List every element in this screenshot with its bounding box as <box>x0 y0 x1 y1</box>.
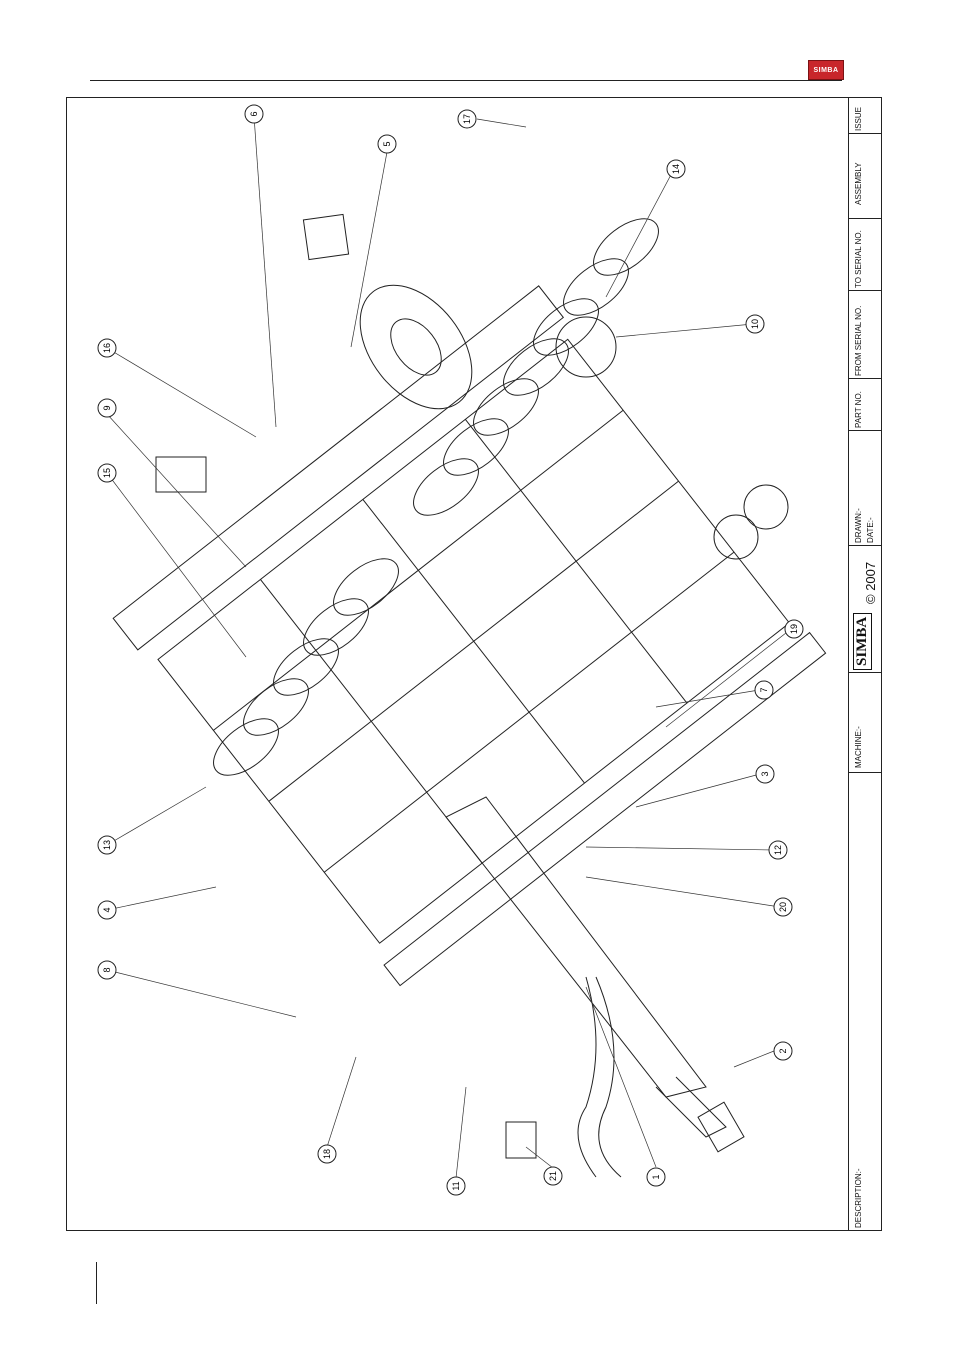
simba-logo: SIMBA <box>808 60 844 80</box>
issue-label: ISSUE <box>854 107 863 131</box>
logo-text: SIMBA <box>813 67 838 74</box>
callout-6: 6 <box>245 105 263 123</box>
callout-14: 14 <box>667 160 685 178</box>
svg-text:13: 13 <box>102 840 112 850</box>
svg-text:5: 5 <box>382 141 392 146</box>
callout-15: 15 <box>98 464 116 482</box>
callout-11: 11 <box>447 1177 465 1195</box>
svg-text:14: 14 <box>671 164 681 174</box>
rear-disc <box>714 515 758 559</box>
tb-divider <box>848 290 882 291</box>
manual-holder <box>506 1122 536 1158</box>
svg-text:12: 12 <box>773 845 783 855</box>
callout-18: 18 <box>318 1145 336 1163</box>
svg-text:10: 10 <box>750 319 760 329</box>
callout-16: 16 <box>98 339 116 357</box>
hydraulic-hose <box>596 977 621 1177</box>
svg-text:11: 11 <box>451 1181 461 1190</box>
copyright-text: © 2007 <box>863 562 878 604</box>
callout-5: 5 <box>378 135 396 153</box>
svg-text:4: 4 <box>102 907 112 912</box>
rear-disc <box>556 317 616 377</box>
svg-text:19: 19 <box>789 624 799 634</box>
svg-text:2: 2 <box>778 1048 788 1053</box>
assembly-label: ASSEMBLY <box>854 162 863 205</box>
callout-21: 21 <box>544 1167 562 1185</box>
roller-discs <box>204 208 669 786</box>
description-label: DESCRIPTION:- <box>854 1168 863 1228</box>
assembly-drawing: 1 2 3 4 5 6 7 8 9 10 11 12 13 14 15 16 1… <box>66 97 846 1231</box>
header-rule <box>90 80 842 81</box>
leader-lines <box>107 116 791 1178</box>
callout-17: 17 <box>458 110 476 128</box>
drawn-label: DRAWN:- <box>854 508 863 543</box>
from-serial-label: FROM SERIAL NO. <box>854 306 863 376</box>
tb-divider <box>848 133 882 134</box>
callout-4: 4 <box>98 901 116 919</box>
bearing-plate <box>156 457 206 492</box>
frame-bar <box>363 499 585 783</box>
machine-label: MACHINE:- <box>854 726 863 768</box>
callout-12: 12 <box>769 841 787 859</box>
rear-disc <box>744 485 788 529</box>
callout-9: 9 <box>98 399 116 417</box>
roller-beam-front <box>113 286 563 650</box>
callout-8: 8 <box>98 961 116 979</box>
svg-text:9: 9 <box>102 405 112 410</box>
tb-divider <box>848 672 882 673</box>
callout-3: 3 <box>756 765 774 783</box>
svg-text:7: 7 <box>759 687 769 692</box>
part-no-label: PART NO. <box>854 391 863 428</box>
callout-balloons: 1 2 3 4 5 6 7 8 9 10 11 12 13 14 15 16 1… <box>98 105 803 1195</box>
callout-13: 13 <box>98 836 116 854</box>
tb-divider <box>848 378 882 379</box>
svg-text:18: 18 <box>322 1149 332 1159</box>
to-serial-label: TO SERIAL NO. <box>854 230 863 288</box>
tb-divider <box>848 218 882 219</box>
tb-divider <box>848 430 882 431</box>
wheel-hub <box>381 309 452 384</box>
tb-divider <box>848 772 882 773</box>
svg-text:15: 15 <box>102 468 112 478</box>
svg-text:8: 8 <box>102 967 112 972</box>
callout-7: 7 <box>755 681 773 699</box>
hitch-block <box>698 1102 744 1152</box>
frame-bar <box>465 419 687 703</box>
tb-divider <box>848 545 882 546</box>
callout-1: 1 <box>647 1168 665 1186</box>
callout-19: 19 <box>785 620 803 638</box>
footer-rule <box>96 1262 97 1304</box>
callout-2: 2 <box>774 1042 792 1060</box>
svg-text:1: 1 <box>651 1174 661 1179</box>
transport-wheel <box>337 264 494 430</box>
drawbar-beam <box>446 797 706 1097</box>
callout-20: 20 <box>774 898 792 916</box>
svg-text:20: 20 <box>778 902 788 912</box>
callout-10: 10 <box>746 315 764 333</box>
svg-text:6: 6 <box>249 111 259 116</box>
svg-text:3: 3 <box>760 771 770 776</box>
machine-linework <box>113 208 825 1177</box>
svg-text:16: 16 <box>102 343 112 353</box>
brand-mark: SIMBA <box>853 613 872 670</box>
svg-text:21: 21 <box>548 1171 558 1181</box>
frame-bar <box>260 579 482 863</box>
date-label: DATE:- <box>866 517 875 543</box>
svg-text:17: 17 <box>462 114 472 124</box>
bearing-plate <box>303 214 348 259</box>
hydraulic-hose <box>578 977 596 1177</box>
